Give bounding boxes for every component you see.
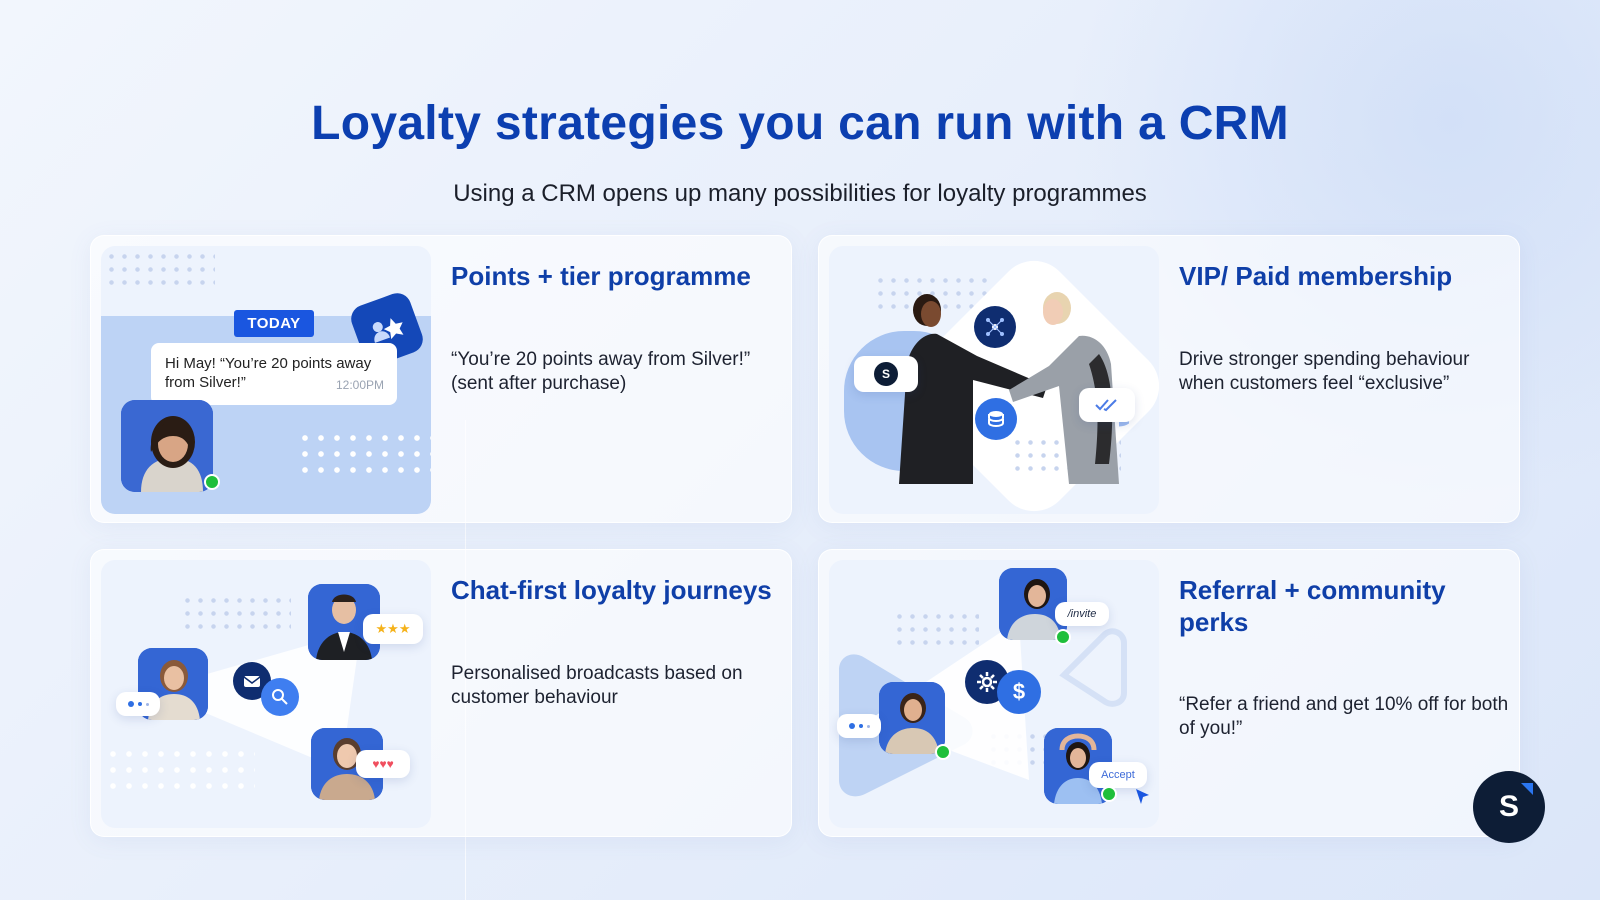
dot-pattern-white [297, 430, 431, 482]
chat-message-text: Hi May! “You’re 20 points away from Silv… [165, 355, 372, 391]
cursor-icon [1136, 789, 1149, 804]
network-icon [974, 306, 1016, 348]
customer-avatar [138, 648, 208, 720]
coins-icon [975, 398, 1017, 440]
chat-message-bubble: Hi May! “You’re 20 points away from Silv… [151, 343, 397, 405]
customer-avatar [311, 728, 383, 800]
online-status-dot [1101, 786, 1117, 802]
dot-pattern [105, 250, 215, 286]
brand-chip-letter: S [874, 362, 898, 386]
vip-illustration: S [829, 246, 1159, 514]
referral-illustration: /invite $ Accept [829, 560, 1159, 828]
rating-stars-icon: ★★★ [363, 614, 423, 644]
dot-pattern-white [105, 746, 255, 794]
customer-avatar [121, 400, 213, 492]
online-status-dot [935, 744, 951, 760]
online-status-dot [1055, 629, 1071, 645]
invite-chip: /invite [1055, 602, 1109, 626]
search-icon [261, 678, 299, 716]
accept-button[interactable]: Accept [1089, 762, 1147, 788]
page-subtitle: Using a CRM opens up many possibilities … [453, 180, 1147, 207]
typing-indicator [116, 692, 160, 716]
card-points-tier: TODAY Hi May! “You’re 20 points away fro… [90, 235, 792, 523]
points-tier-illustration: TODAY Hi May! “You’re 20 points away fro… [101, 246, 431, 514]
logo-corner-accent [1521, 783, 1533, 795]
card-title: Referral + community perks [1179, 575, 1446, 637]
page-title: Loyalty strategies you can run with a CR… [311, 97, 1289, 150]
chat-message-time: 12:00PM [335, 378, 384, 392]
brand-chip: S [854, 356, 918, 392]
double-check-icon [1079, 388, 1135, 422]
hearts-icon: ♥♥♥ [356, 750, 410, 778]
online-status-dot [204, 474, 220, 490]
customer-avatar [999, 568, 1067, 640]
loyalty-star-icon [347, 289, 427, 369]
today-badge: TODAY [234, 310, 314, 337]
card-referral-perks: /invite $ Accept Referral + community pe… [818, 549, 1520, 837]
card-title: VIP/ Paid membership [1179, 261, 1453, 291]
card-description: Drive stronger spending behaviour when c… [1179, 349, 1470, 394]
handshake-people [899, 292, 1129, 484]
card-chat-journeys: ★★★ ♥♥♥ Chat-first loyalty journeys Pers… [90, 549, 792, 837]
chat-journeys-illustration: ★★★ ♥♥♥ [101, 560, 431, 828]
dollar-icon: $ [997, 670, 1041, 714]
customer-avatar [879, 682, 945, 754]
brand-logo[interactable]: S [1473, 771, 1545, 843]
card-description: Personalised broadcasts based on custome… [451, 663, 743, 708]
dot-pattern [181, 594, 291, 634]
card-description: “You’re 20 points away from Silver!” (se… [451, 349, 751, 394]
typing-indicator [837, 714, 881, 738]
broadcast-shape [151, 630, 361, 770]
dot-pattern [893, 610, 979, 650]
card-description: “Refer a friend and get 10% off for both… [1179, 694, 1509, 739]
brand-logo-letter: S [1498, 790, 1519, 823]
card-title: Points + tier programme [451, 261, 751, 291]
card-title: Chat-first loyalty journeys [451, 575, 772, 605]
card-vip-membership: S VIP/ Paid membership Drive stronger sp… [818, 235, 1520, 523]
